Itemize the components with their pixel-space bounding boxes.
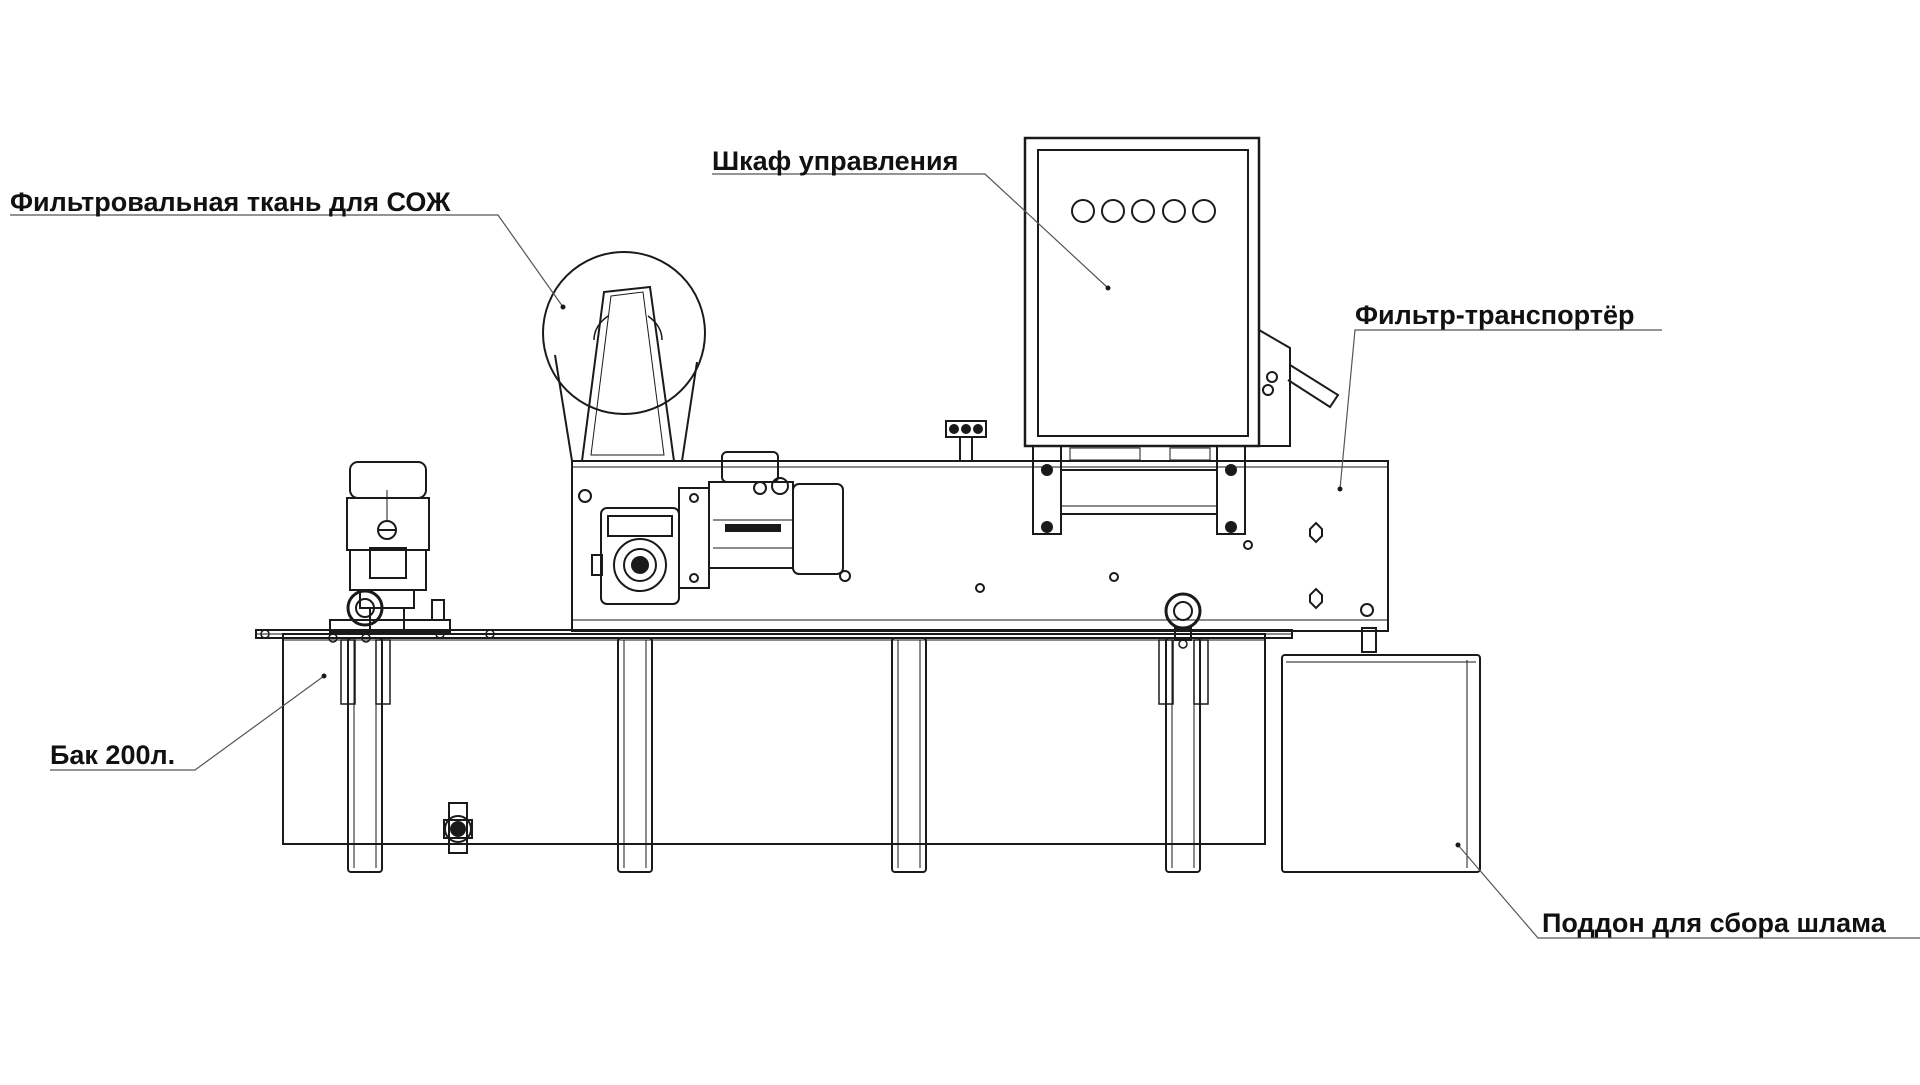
tank [255, 629, 1293, 873]
control-cabinet [1023, 136, 1340, 535]
label-sludge-tray: Поддон для сбора шлама [1542, 908, 1886, 938]
label-filter-conveyor: Фильтр-транспортёр [1355, 300, 1635, 330]
leader-filter-cloth [10, 214, 564, 308]
label-control-cabinet: Шкаф управления [712, 146, 959, 176]
leader-tank [50, 675, 325, 771]
indicator-lamps [1071, 199, 1216, 223]
sludge-tray [1281, 654, 1481, 873]
label-filter-cloth: Фильтровальная ткань для СОЖ [10, 187, 451, 217]
pump-motor [329, 461, 451, 633]
base-bolts [260, 629, 1188, 649]
terminal-block [945, 420, 987, 461]
label-tank: Бак 200л. [50, 740, 176, 770]
leader-filter-conveyor [1339, 329, 1662, 490]
drain-valve [443, 802, 473, 854]
gear-motor [591, 451, 851, 605]
leader-control-cabinet [712, 173, 1109, 289]
conveyor-frame [571, 460, 1389, 653]
tank-legs [340, 637, 1209, 873]
lifting-eye-right [1164, 592, 1202, 641]
leader-lines [10, 173, 1920, 939]
filter-cloth-roll [542, 251, 706, 462]
leader-sludge-tray [1457, 844, 1920, 939]
